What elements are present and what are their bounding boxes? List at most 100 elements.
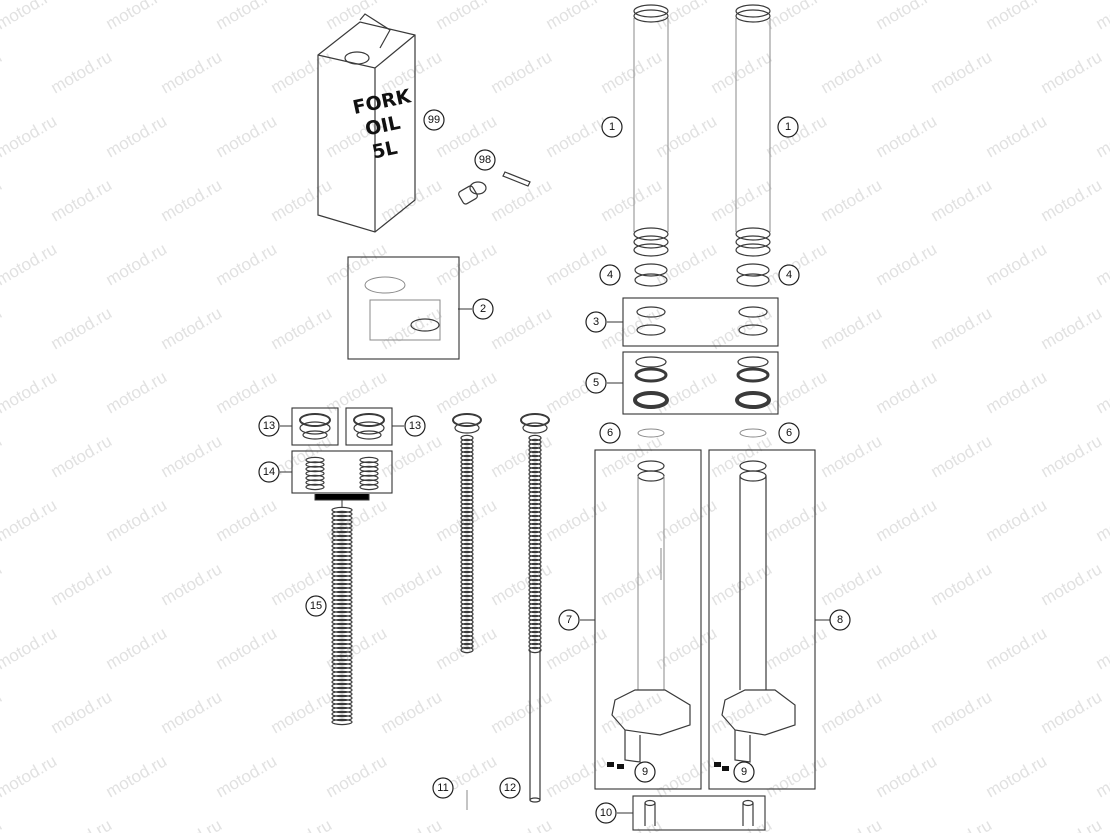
watermark-text: motod.ru	[433, 367, 501, 417]
watermark-text: motod.ru	[543, 495, 611, 545]
watermark-text: motod.ru	[268, 175, 336, 225]
watermark-text: motod.ru	[0, 0, 60, 33]
watermark-text: motod.ru	[323, 0, 391, 33]
watermark-text: motod.ru	[763, 111, 831, 161]
cartridge-coil	[460, 554, 474, 562]
callout-12[interactable]: 12	[499, 777, 521, 799]
inner-tube-left-box[interactable]	[594, 449, 702, 790]
watermark-text: motod.ru	[818, 559, 886, 609]
callout-2[interactable]: 2	[472, 298, 494, 320]
callout-13[interactable]: 13	[258, 415, 280, 437]
cartridge-coil	[528, 634, 542, 642]
callout-11[interactable]: 11	[432, 777, 454, 799]
watermark-text: motod.ru	[818, 431, 886, 481]
spring-coil	[331, 618, 353, 626]
watermark-text: motod.ru	[48, 431, 116, 481]
callout-1[interactable]: 1	[601, 116, 623, 138]
watermark-text: motod.ru	[213, 239, 281, 289]
watermark-text: motod.ru	[543, 239, 611, 289]
callout-14[interactable]: 14	[258, 461, 280, 483]
watermark-text: motod.ru	[873, 495, 941, 545]
callout-6[interactable]: 6	[599, 422, 621, 444]
callout-circle	[733, 761, 755, 783]
callout-circle	[258, 415, 280, 437]
cartridge-coil	[528, 434, 542, 442]
cartridge-left[interactable]	[452, 413, 482, 810]
watermark-text: motod.ru	[1038, 687, 1106, 737]
bleeder-screw[interactable]	[458, 171, 531, 205]
ring-left[interactable]	[637, 428, 665, 438]
callout-number: 2	[480, 303, 486, 315]
cartridge-right[interactable]	[520, 413, 550, 803]
cartridge-coil	[460, 642, 474, 650]
seal-kit-box[interactable]	[347, 256, 460, 360]
callout-8[interactable]: 8	[829, 609, 851, 631]
spring-coil	[331, 718, 353, 726]
watermark-text: motod.ru	[873, 623, 941, 673]
watermark-text: motod.ru	[983, 111, 1051, 161]
callout-number: 12	[504, 782, 516, 794]
spring-coil	[331, 626, 353, 634]
cartridge-coil	[528, 514, 542, 522]
watermark-text: motod.ru	[818, 303, 886, 353]
spring-coil	[331, 586, 353, 594]
callout-number: 1	[785, 121, 791, 133]
callout-1[interactable]: 1	[777, 116, 799, 138]
watermark-text: motod.ru	[928, 687, 996, 737]
spring-coil	[359, 461, 379, 468]
watermark-text: motod.ru	[983, 751, 1051, 801]
dust-seal-left[interactable]	[634, 263, 668, 287]
spring-coil	[331, 614, 353, 622]
dust-seal-right[interactable]	[736, 263, 770, 287]
watermark-text: motod.ru	[928, 175, 996, 225]
cartridge-coil	[528, 566, 542, 574]
watermark-text: motod.ru	[213, 0, 281, 33]
callout-number: 4	[607, 269, 613, 281]
fork-spring[interactable]	[331, 506, 353, 726]
callout-4[interactable]: 4	[599, 264, 621, 286]
watermark-text: motod.ru	[543, 111, 611, 161]
cartridge-coil	[528, 530, 542, 538]
outer-tube-right[interactable]	[735, 4, 771, 257]
outer-tube-left[interactable]	[633, 4, 669, 257]
ring-right[interactable]	[739, 428, 767, 438]
callout-circle	[585, 311, 607, 333]
watermark-text: motod.ru	[158, 687, 226, 737]
callout-15[interactable]: 15	[305, 595, 327, 617]
watermark-text: motod.ru	[818, 687, 886, 737]
callout-9[interactable]: 9	[634, 761, 656, 783]
watermark-text: motod.ru	[378, 175, 446, 225]
spring-coil	[331, 558, 353, 566]
callout-13[interactable]: 13	[404, 415, 426, 437]
callout-7[interactable]: 7	[558, 609, 580, 631]
callout-98[interactable]: 98	[474, 149, 496, 171]
fork-cap-box-right[interactable]	[345, 407, 393, 446]
callout-99[interactable]: 99	[423, 109, 445, 131]
spring-coil	[331, 658, 353, 666]
spring-coil	[331, 570, 353, 578]
cartridge-coil	[460, 466, 474, 474]
oil-seal-box[interactable]	[622, 351, 779, 415]
watermark-text: motod.ru	[213, 495, 281, 545]
callout-number: 13	[263, 420, 275, 432]
callout-5[interactable]: 5	[585, 372, 607, 394]
spring-coil	[331, 562, 353, 570]
callout-4[interactable]: 4	[778, 264, 800, 286]
cartridge-coil	[528, 438, 542, 446]
cartridge-coil	[528, 506, 542, 514]
watermark-text: motod.ru	[928, 815, 996, 833]
watermark-text: motod.ru	[488, 303, 556, 353]
callout-10[interactable]: 10	[595, 802, 617, 824]
inner-tube-right-box[interactable]	[708, 449, 816, 790]
cartridge-coil	[528, 558, 542, 566]
cartridge-coil	[528, 502, 542, 510]
callout-6[interactable]: 6	[778, 422, 800, 444]
cartridge-coil	[460, 474, 474, 482]
watermark-text: motod.ru	[763, 0, 831, 33]
callout-9[interactable]: 9	[733, 761, 755, 783]
callout-circle	[472, 298, 494, 320]
spring-coil	[331, 698, 353, 706]
spring-seat-box[interactable]	[291, 450, 393, 508]
callout-3[interactable]: 3	[585, 311, 607, 333]
